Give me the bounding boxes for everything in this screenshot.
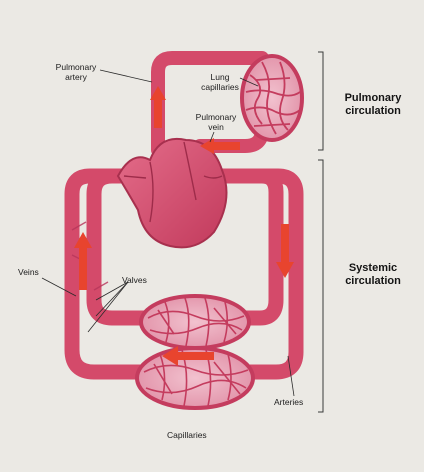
label-capillaries: Capillaries [167, 430, 207, 440]
veins-vessel-outer [64, 168, 158, 380]
label-lung-capillaries: Lung capillaries [201, 72, 239, 92]
heart [116, 138, 228, 249]
arrow-left-capillaries-icon [162, 346, 214, 366]
title-systemic-circulation: Systemic circulation [345, 262, 401, 287]
arteries-vessel-outer [197, 168, 304, 380]
pulmonary-artery-vessel [151, 51, 269, 157]
title-pulmonary-circulation: Pulmonary circulation [344, 92, 402, 117]
pulmonary-bracket [318, 51, 324, 151]
section-brackets [318, 51, 324, 413]
veins-vessel-inner [86, 168, 158, 326]
lung-capillary-bed [240, 54, 304, 142]
systemic-loop [64, 168, 304, 380]
label-arteries: Arteries [274, 397, 304, 407]
systemic-capillary-bed-lower [135, 346, 255, 410]
label-valves: Valves [122, 275, 147, 285]
label-veins: Veins [18, 267, 39, 277]
label-pulmonary-vein: Pulmonary vein [195, 112, 237, 132]
arrow-down-arteries-icon [276, 224, 294, 278]
systemic-bracket [318, 159, 324, 413]
label-pulmonary-artery: Pulmonary artery [55, 62, 97, 82]
leader-lines [41, 69, 295, 397]
arrow-up-pulmonary-artery-icon [150, 86, 166, 128]
systemic-capillary-bed-upper [139, 294, 251, 350]
flow-arrows [74, 86, 294, 366]
arrow-up-veins-icon [74, 232, 92, 290]
